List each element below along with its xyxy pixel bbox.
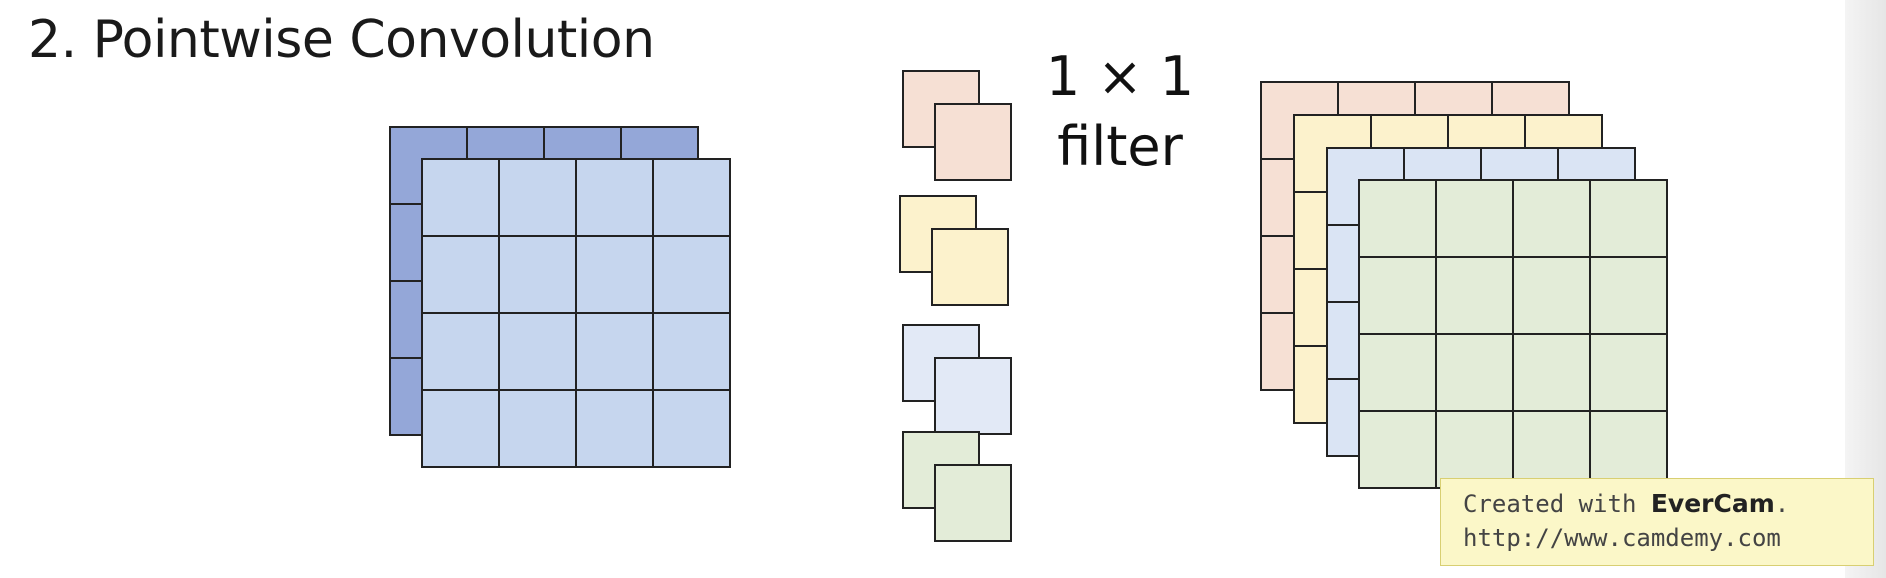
grid-cell xyxy=(1358,256,1437,335)
grid-cell xyxy=(575,158,654,237)
input-layer-2 xyxy=(421,158,731,468)
input-volume xyxy=(389,126,731,468)
grid-cell xyxy=(575,235,654,314)
grid-cell xyxy=(1512,333,1591,412)
filter-front-square xyxy=(934,464,1012,542)
grid-cell xyxy=(421,235,500,314)
grid-cell xyxy=(652,312,731,391)
grid-cell xyxy=(498,235,577,314)
grid-cell xyxy=(1589,333,1668,412)
filter-front-square xyxy=(931,228,1009,306)
grid-cell xyxy=(1589,179,1668,258)
watermark-brand: EverCam xyxy=(1650,489,1775,518)
grid-cell xyxy=(652,235,731,314)
grid-cell xyxy=(575,389,654,468)
grid-cell xyxy=(1512,410,1591,489)
grid-cell xyxy=(1589,256,1668,335)
grid-cell xyxy=(1358,333,1437,412)
grid-cell xyxy=(575,312,654,391)
grid-cell xyxy=(498,158,577,237)
filter-front-square xyxy=(934,357,1012,435)
evercam-watermark: Created with EverCam. http://www.camdemy… xyxy=(1440,478,1874,566)
filter-stack xyxy=(899,70,1012,542)
slide-title: 2. Pointwise Convolution xyxy=(28,10,655,70)
filter-1x1-4 xyxy=(902,431,1012,542)
grid-cell xyxy=(498,312,577,391)
grid-cell xyxy=(421,158,500,237)
grid-cell xyxy=(1435,410,1514,489)
watermark-credit: Created with EverCam. xyxy=(1463,487,1873,521)
watermark-suffix: . xyxy=(1774,490,1790,518)
grid-cell xyxy=(1512,256,1591,335)
grid-cell xyxy=(1589,410,1668,489)
filter-caption: 1 × 1 filter xyxy=(1030,42,1210,182)
grid-cell xyxy=(1435,333,1514,412)
filter-1x1-1 xyxy=(902,70,1012,181)
grid-cell xyxy=(1358,179,1437,258)
watermark-prefix: Created with xyxy=(1463,490,1637,518)
filter-front-square xyxy=(934,103,1012,181)
filter-1x1-3 xyxy=(902,324,1012,435)
grid-cell xyxy=(1435,179,1514,258)
grid-cell xyxy=(421,312,500,391)
watermark-url[interactable]: http://www.camdemy.com xyxy=(1463,524,1781,552)
grid-cell xyxy=(1512,179,1591,258)
grid-cell xyxy=(652,158,731,237)
grid-cell xyxy=(1358,410,1437,489)
grid-cell xyxy=(498,389,577,468)
filter-1x1-2 xyxy=(899,195,1009,306)
grid-cell xyxy=(1435,256,1514,335)
grid-cell xyxy=(652,389,731,468)
filter-word-label: filter xyxy=(1057,115,1183,178)
filter-size-label: 1 × 1 xyxy=(1045,45,1195,108)
output-layer-4 xyxy=(1358,179,1668,489)
grid-cell xyxy=(421,389,500,468)
output-volume xyxy=(1260,81,1668,489)
